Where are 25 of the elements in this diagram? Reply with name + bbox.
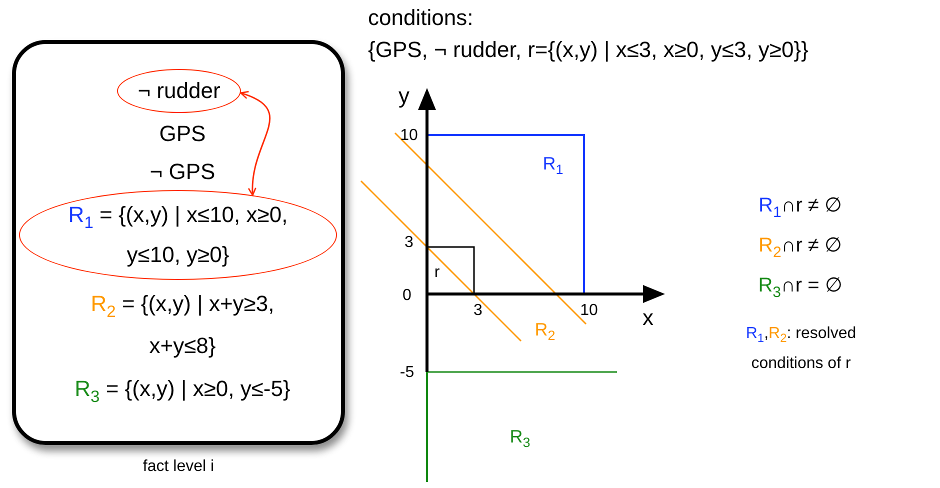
heading-text: conditions: — [368, 5, 474, 31]
condition-text: R$_{2}$∩r ≠ ∅ — [758, 234, 842, 258]
fact-text: R$_{2}$ = {(x,y) | x+y≥3, x+y≤8} — [16, 283, 349, 369]
axis-label: x — [642, 305, 654, 331]
axis-label: y — [398, 83, 410, 109]
tick-label: -5 — [400, 364, 414, 382]
heading-text: {GPS, ¬ rudder, r={(x,y) | x≤3, x≥0, y≤3, y≥0}} — [368, 37, 808, 63]
double-arrow — [240, 91, 270, 196]
tick-label: 10 — [400, 127, 418, 145]
condition-text: R$_{3}$∩r = ∅ — [758, 274, 842, 298]
condition-text: R$_{1}$∩r ≠ ∅ — [758, 194, 842, 218]
region-label: R$_{3}$ — [510, 426, 530, 448]
region-label: R$_{1}$ — [542, 154, 564, 174]
tick-label: 0 — [402, 287, 412, 305]
box-caption: fact level i — [142, 458, 214, 476]
fact-text: R$_{3}$ = {(x,y) | x≥0, y≤-5} — [16, 368, 349, 410]
fact-level-box — [12, 40, 345, 445]
tick-label: 3 — [404, 234, 414, 252]
note-text: R$_{1}$,R$_{2}$: resolved conditions of r — [744, 324, 858, 374]
fact-ellipse: ¬ rudder — [117, 69, 241, 113]
region-label: r — [434, 264, 440, 282]
tick-label: 3 — [474, 302, 482, 320]
tick-label: 10 — [580, 302, 598, 320]
region-label: R$_{2}$ — [534, 320, 556, 340]
fact-ellipse: R$_{1}$ = {(x,y) | x≤10, x≥0, y≤10, y≥0} — [19, 190, 337, 280]
